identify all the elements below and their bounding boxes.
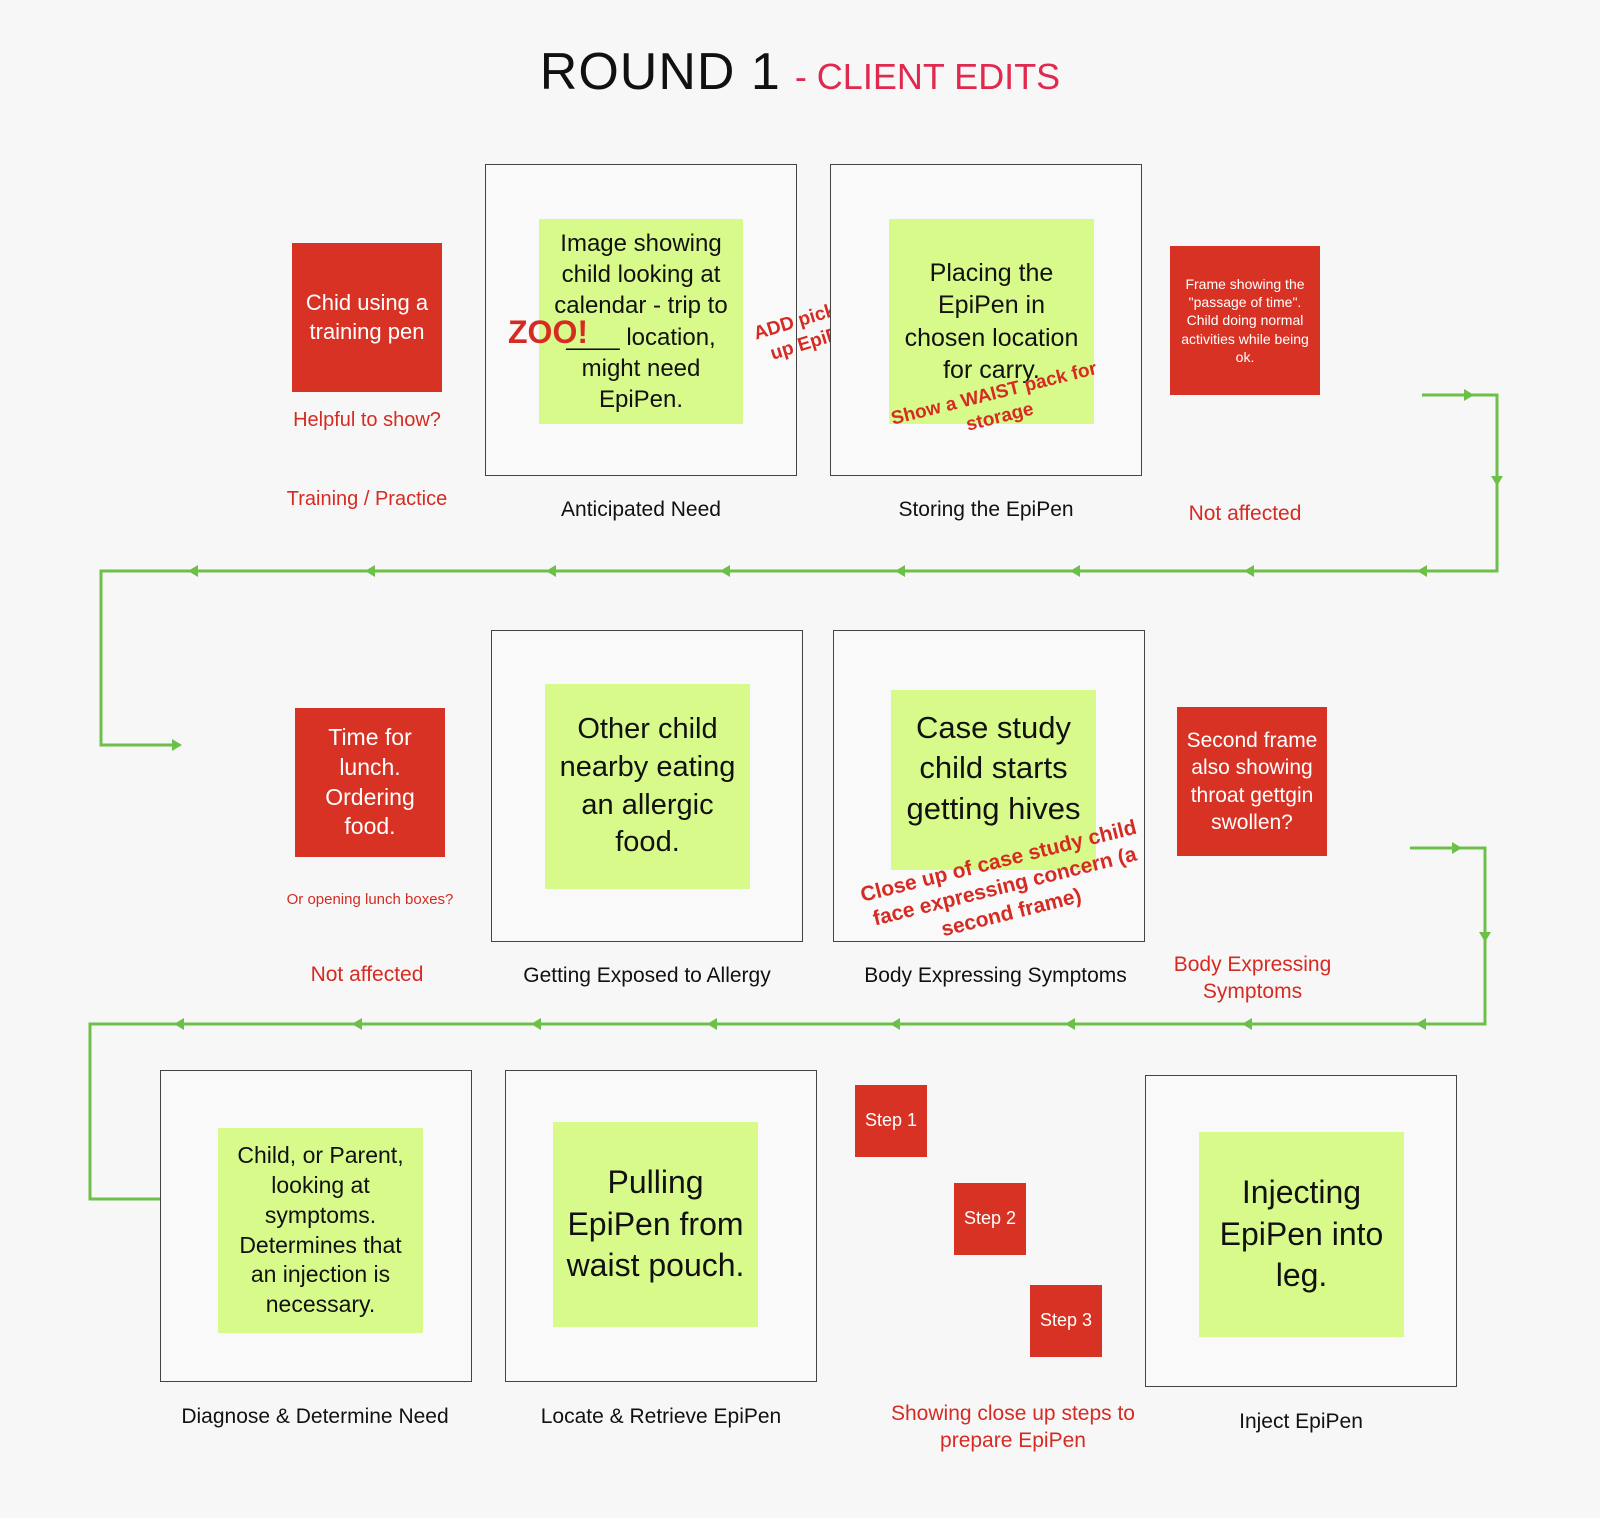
throat-caption: Body Expressing Symptoms xyxy=(1173,953,1332,1004)
arrow-left xyxy=(531,1018,541,1030)
anticipated-need-caption: Anticipated Need xyxy=(561,498,721,521)
storing-epipen-note: Placing the EpiPen in chosen location fo… xyxy=(889,219,1094,424)
arrow-left xyxy=(1417,565,1427,577)
arrow-left xyxy=(707,1018,717,1030)
arrow-left xyxy=(174,1018,184,1030)
exposed-note: Other child nearby eating an allergic fo… xyxy=(545,684,750,889)
arrow-left xyxy=(1065,1018,1075,1030)
storing-epipen-caption: Storing the EpiPen xyxy=(898,498,1074,521)
connector-row1-row2 xyxy=(99,393,1499,747)
title-subtitle: - CLIENT EDITS xyxy=(794,56,1061,97)
throat-swollen-note: Second frame also showing throat gettgin… xyxy=(1177,707,1327,856)
anticipated-need-note: Image showing child looking at calendar … xyxy=(539,219,743,424)
lunch-question: Or opening lunch boxes? xyxy=(286,891,454,908)
arrow-left xyxy=(1416,1018,1426,1030)
arrow-left xyxy=(1244,565,1254,577)
arrow-right xyxy=(1464,389,1474,401)
exposed-caption: Getting Exposed to Allergy xyxy=(523,964,771,987)
arrow-left xyxy=(365,565,375,577)
page-title: ROUND 1 - CLIENT EDITS xyxy=(0,42,1600,102)
arrow-left xyxy=(188,565,198,577)
passage-caption: Not affected xyxy=(1188,502,1302,525)
body-symptoms-caption: Body Expressing Symptoms xyxy=(864,964,1127,987)
locate-caption: Locate & Retrieve EpiPen xyxy=(540,1405,782,1428)
arrow-right xyxy=(1452,842,1462,854)
lunch-note: Time for lunch. Ordering food. xyxy=(295,708,445,857)
arrow-left xyxy=(352,1018,362,1030)
step1-note: Step 1 xyxy=(855,1085,927,1157)
diagnose-caption: Diagnose & Determine Need xyxy=(181,1405,449,1428)
arrow-down xyxy=(1491,476,1503,486)
inject-caption: Inject EpiPen xyxy=(1239,1410,1363,1433)
arrow-left xyxy=(890,1018,900,1030)
steps-caption: Showing close up steps to prepare EpiPen xyxy=(891,1402,1135,1453)
zoo-edit: ZOO! xyxy=(508,314,588,350)
locate-note: Pulling EpiPen from waist pouch. xyxy=(553,1122,758,1327)
arrow-left xyxy=(1242,1018,1252,1030)
training-pen-note: Chid using a training pen xyxy=(292,243,442,392)
inject-note: Injecting EpiPen into leg. xyxy=(1199,1132,1404,1337)
step2-note: Step 2 xyxy=(954,1183,1026,1255)
arrow-left xyxy=(1070,565,1080,577)
step3-note: Step 3 xyxy=(1030,1285,1102,1357)
connector-row2-row3 xyxy=(88,846,1487,1201)
diagnose-note: Child, or Parent, looking at symptoms. D… xyxy=(218,1128,423,1333)
title-main: ROUND 1 xyxy=(539,43,781,101)
training-caption: Training / Practice xyxy=(286,488,448,510)
lunch-caption: Not affected xyxy=(310,963,424,986)
arrow-right xyxy=(172,739,182,751)
arrow-left xyxy=(895,565,905,577)
passage-of-time-note: Frame showing the "passage of time". Chi… xyxy=(1170,246,1320,395)
arrow-down xyxy=(1479,932,1491,942)
training-question: Helpful to show? xyxy=(293,409,441,431)
arrow-left xyxy=(546,565,556,577)
arrow-left xyxy=(720,565,730,577)
hives-note: Case study child starts getting hives xyxy=(891,690,1096,870)
